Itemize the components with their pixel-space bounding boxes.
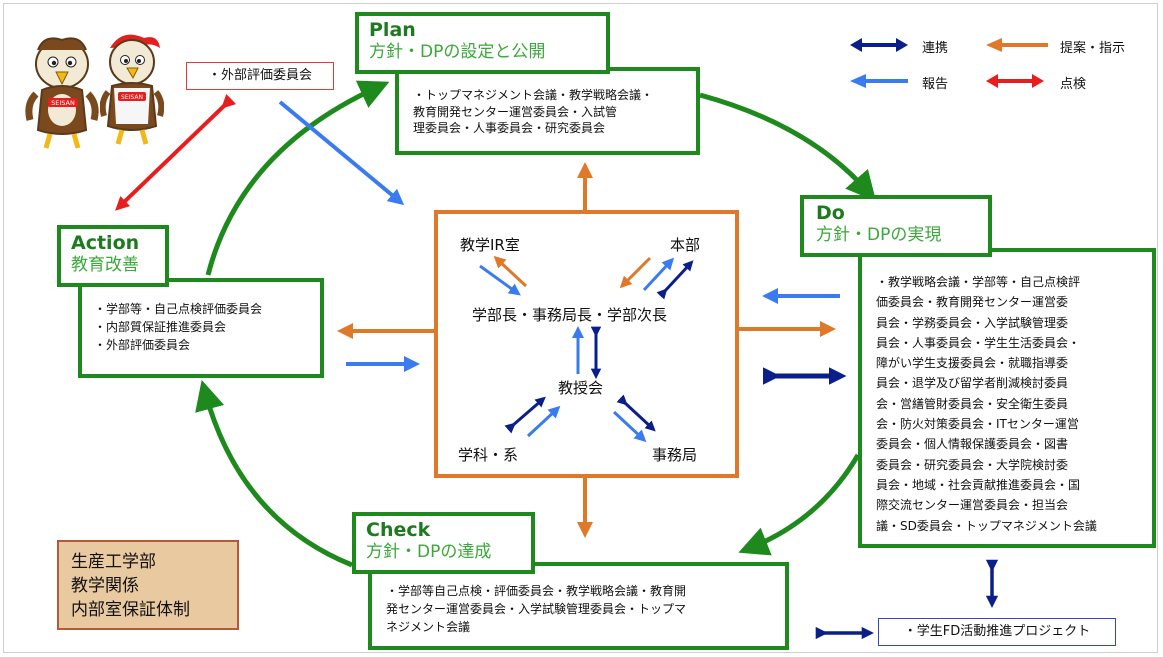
inspection-legend-label: 点検 xyxy=(1060,77,1087,92)
plan-committees-box: ・トップマネジメント会議・教学戦略会議・ 教育開発センター運営委員会・入試管 理… xyxy=(395,67,700,155)
admin-cooperation-arrow xyxy=(616,394,656,432)
system-title-line: 生産工学部 xyxy=(71,552,156,572)
report-arrow-external xyxy=(278,100,405,206)
departments-label: 学科・系 xyxy=(458,446,519,464)
check-line: 発センター運営委員会・入学試験管理委員会・トップマ xyxy=(386,602,687,616)
do-line: 価委員会・教育開発センター運営委 xyxy=(876,295,1069,310)
plan-title: Plan xyxy=(369,19,416,41)
deans-label: 学部長・事務局長・学部次長 xyxy=(472,306,668,324)
dept-cooperation-arrow xyxy=(504,396,546,434)
do-title-box: Do 方針・DPの実現 xyxy=(800,195,992,257)
plan-title-box: Plan 方針・DPの設定と公開 xyxy=(355,12,610,74)
action-title-box: Action 教育改善 xyxy=(57,225,169,287)
cooperation-legend-icon xyxy=(850,38,908,52)
action-line: ・学部等・自己点検評価委員会 xyxy=(94,302,263,316)
inspection-legend-icon xyxy=(986,74,1044,88)
action-subtitle: 教育改善 xyxy=(71,255,139,275)
ir-proposal-arrow xyxy=(493,255,528,288)
student-fd-box: ・学生FD活動推進プロジェクト xyxy=(878,618,1116,646)
check-title-box: Check 方針・DPの達成 xyxy=(352,512,535,574)
cycle-arrow-plan-to-do xyxy=(699,92,877,202)
admin-report-arrow xyxy=(612,410,647,443)
check-subtitle: 方針・DPの達成 xyxy=(366,542,492,562)
mascot-eagle-right: SEISAN xyxy=(100,34,164,145)
ir-office-label: 教学IR室 xyxy=(460,236,520,254)
do-line: 会・防火対策委員会・ITセンター運営 xyxy=(876,417,1079,432)
ir-report-arrow xyxy=(479,264,521,296)
cycle-arrow-check-to-action xyxy=(195,379,353,568)
system-title-box: 生産工学部 教学関係 内部室保証体制 xyxy=(57,540,239,630)
do-line: ・教学戦略会議・学部等・自己点検評 xyxy=(876,275,1081,289)
do-line: 員会・人事委員会・学生生活委員会・ xyxy=(876,335,1081,350)
do-line: 障がい学生支援委員会・就職指導委 xyxy=(876,356,1069,371)
system-title-line: 教学関係 xyxy=(71,576,139,596)
diagram-frame xyxy=(3,3,1158,653)
mascot-left-badge: SEISAN xyxy=(51,99,75,107)
cycle-arrow-action-to-plan xyxy=(205,80,390,276)
check-committees-box: ・学部等自己点検・評価委員会・教学戦略会議・教育開 発センター運営委員会・入学試… xyxy=(368,562,789,650)
hq-report-arrow xyxy=(642,257,675,292)
proposal-legend-label: 提案・指示 xyxy=(1060,41,1126,56)
system-title-line: 内部室保証体制 xyxy=(71,600,190,620)
headquarters-label: 本部 xyxy=(670,236,701,254)
center-arrows xyxy=(479,255,694,443)
do-line: 委員会・研究委員会・大学院検討委 xyxy=(876,457,1069,472)
report-legend-icon xyxy=(850,74,908,88)
check-line: ・学部等自己点検・評価委員会・教学戦略会議・教育開 xyxy=(386,584,687,598)
plan-subtitle: 方針・DPの設定と公開 xyxy=(369,42,546,62)
check-title: Check xyxy=(366,519,431,541)
external-committee-box: ・外部評価委員会 xyxy=(186,62,334,90)
action-line: ・外部評価委員会 xyxy=(94,338,191,352)
do-line: 委員会・個人情報保護委員会・図書 xyxy=(876,437,1069,452)
dept-report-arrow xyxy=(526,405,561,438)
action-title: Action xyxy=(71,232,140,254)
plan-line: 理委員会・人事委員会・研究委員会 xyxy=(413,121,606,135)
hq-proposal-arrow xyxy=(619,256,652,289)
hq-cooperation-arrow xyxy=(656,260,694,300)
plan-line: 教育開発センター運営委員会・入試管 xyxy=(413,104,618,119)
admin-office-label: 事務局 xyxy=(652,446,698,464)
do-line: 議・SD委員会・トップマネジメント会議 xyxy=(876,518,1097,533)
faculty-council-label: 教授会 xyxy=(558,379,604,397)
plan-line: ・トップマネジメント会議・教学戦略会議・ xyxy=(413,88,654,102)
do-line: 会・営繕管財委員会・安全衛生委員 xyxy=(876,396,1069,411)
do-line: 員会・学務委員会・入学試験管理委 xyxy=(876,315,1069,330)
proposal-legend-icon xyxy=(986,38,1048,52)
action-line: ・内部質保証推進委員会 xyxy=(94,320,227,334)
do-subtitle: 方針・DPの実現 xyxy=(816,225,942,245)
do-line: 員会・地域・社会貢献推進委員会・国 xyxy=(876,477,1081,492)
cycle-arrow-do-to-check xyxy=(738,453,861,556)
cooperation-legend-label: 連携 xyxy=(922,41,949,56)
mascot-eagle-left: SEISAN xyxy=(25,37,99,149)
check-line: ネジメント会議 xyxy=(386,620,471,634)
do-committees-box: ・教学戦略会議・学部等・自己点検評 価委員会・教育開発センター運営委 員会・学務… xyxy=(858,248,1156,548)
inspection-arrow xyxy=(115,93,237,211)
organization-center-box: 教学IR室 本部 学部長・事務局長・学部次長 教授会 学科・系 事務局 xyxy=(434,210,739,478)
action-committees-box: ・学部等・自己点検評価委員会 ・内部質保証推進委員会 ・外部評価委員会 xyxy=(78,278,324,378)
report-legend-label: 報告 xyxy=(922,77,949,92)
do-line: 員会・退学及び留学者削減検討委員 xyxy=(876,376,1069,391)
do-title: Do xyxy=(816,202,845,224)
mascot-right-badge: SEISAN xyxy=(121,94,143,101)
do-line: 際交流センター運営委員会・担当会 xyxy=(876,498,1069,513)
